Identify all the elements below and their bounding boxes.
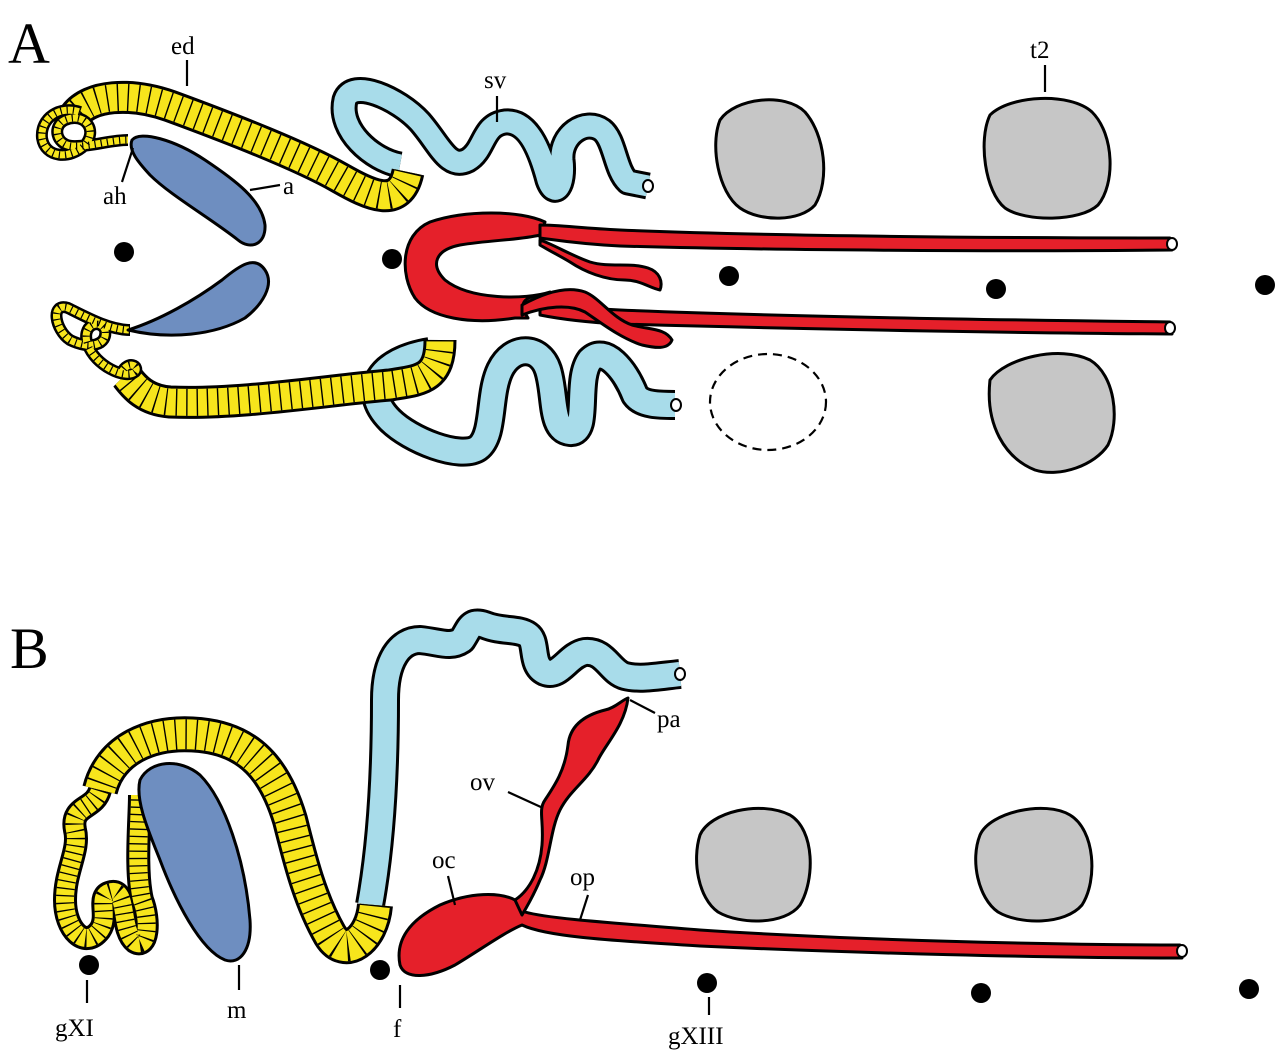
ganglion-dot xyxy=(114,242,134,262)
label-ed: ed xyxy=(171,33,195,60)
ganglion-dot xyxy=(986,279,1006,299)
panel-b-letter: B xyxy=(10,616,49,681)
testis-b-2 xyxy=(976,808,1092,921)
label-op: op xyxy=(570,864,595,891)
label-ov: ov xyxy=(470,769,496,796)
label-gXIII: gXIII xyxy=(668,1023,724,1050)
leader-line xyxy=(508,792,543,808)
leader-line xyxy=(630,700,655,713)
sv-opening-upper xyxy=(643,180,653,192)
testis-a-1 xyxy=(716,100,824,218)
sv-opening-lower xyxy=(671,399,681,411)
panel-a: A xyxy=(8,11,1275,472)
oviduct-opening-upper xyxy=(1167,238,1177,250)
oviduct-opening-lower xyxy=(1165,322,1175,334)
label-pa: pa xyxy=(657,706,681,733)
ejaculatory-duct-b-coil xyxy=(65,790,147,943)
ganglion-dot xyxy=(719,266,739,286)
ganglion-dot xyxy=(1255,275,1275,295)
leader-line xyxy=(122,148,133,182)
leader-line xyxy=(250,185,280,190)
panel-b: B pa ov oc xyxy=(10,616,1259,1050)
ganglion-dot xyxy=(79,955,99,975)
testis-a-2 xyxy=(984,98,1110,218)
ejaculatory-duct-upper-coil xyxy=(42,110,128,155)
label-ah: ah xyxy=(103,183,127,210)
ganglion-dot xyxy=(1239,979,1259,999)
ejaculatory-duct-lower-coil xyxy=(56,307,136,374)
ganglion-dot xyxy=(971,983,991,1003)
label-sv: sv xyxy=(484,67,507,94)
label-m: m xyxy=(227,997,247,1024)
label-t2: t2 xyxy=(1030,37,1049,64)
oviduct-opening-b xyxy=(1177,945,1187,957)
panel-a-letter: A xyxy=(8,11,50,76)
ganglion-dot xyxy=(697,973,717,993)
ganglion-dot xyxy=(382,249,402,269)
leader-line xyxy=(580,895,588,920)
label-oc: oc xyxy=(432,847,456,874)
atrium-upper xyxy=(131,136,265,245)
testis-a-3 xyxy=(989,354,1114,473)
atrium-lower xyxy=(128,263,268,336)
ganglion-dot xyxy=(370,960,390,980)
label-gXI: gXI xyxy=(55,1015,94,1042)
testis-a-missing-outline xyxy=(710,354,826,450)
testis-b-1 xyxy=(697,808,811,921)
oviduct-upper xyxy=(540,225,1172,251)
label-f: f xyxy=(393,1016,402,1043)
sv-opening-b xyxy=(675,668,685,680)
label-a: a xyxy=(283,173,294,200)
